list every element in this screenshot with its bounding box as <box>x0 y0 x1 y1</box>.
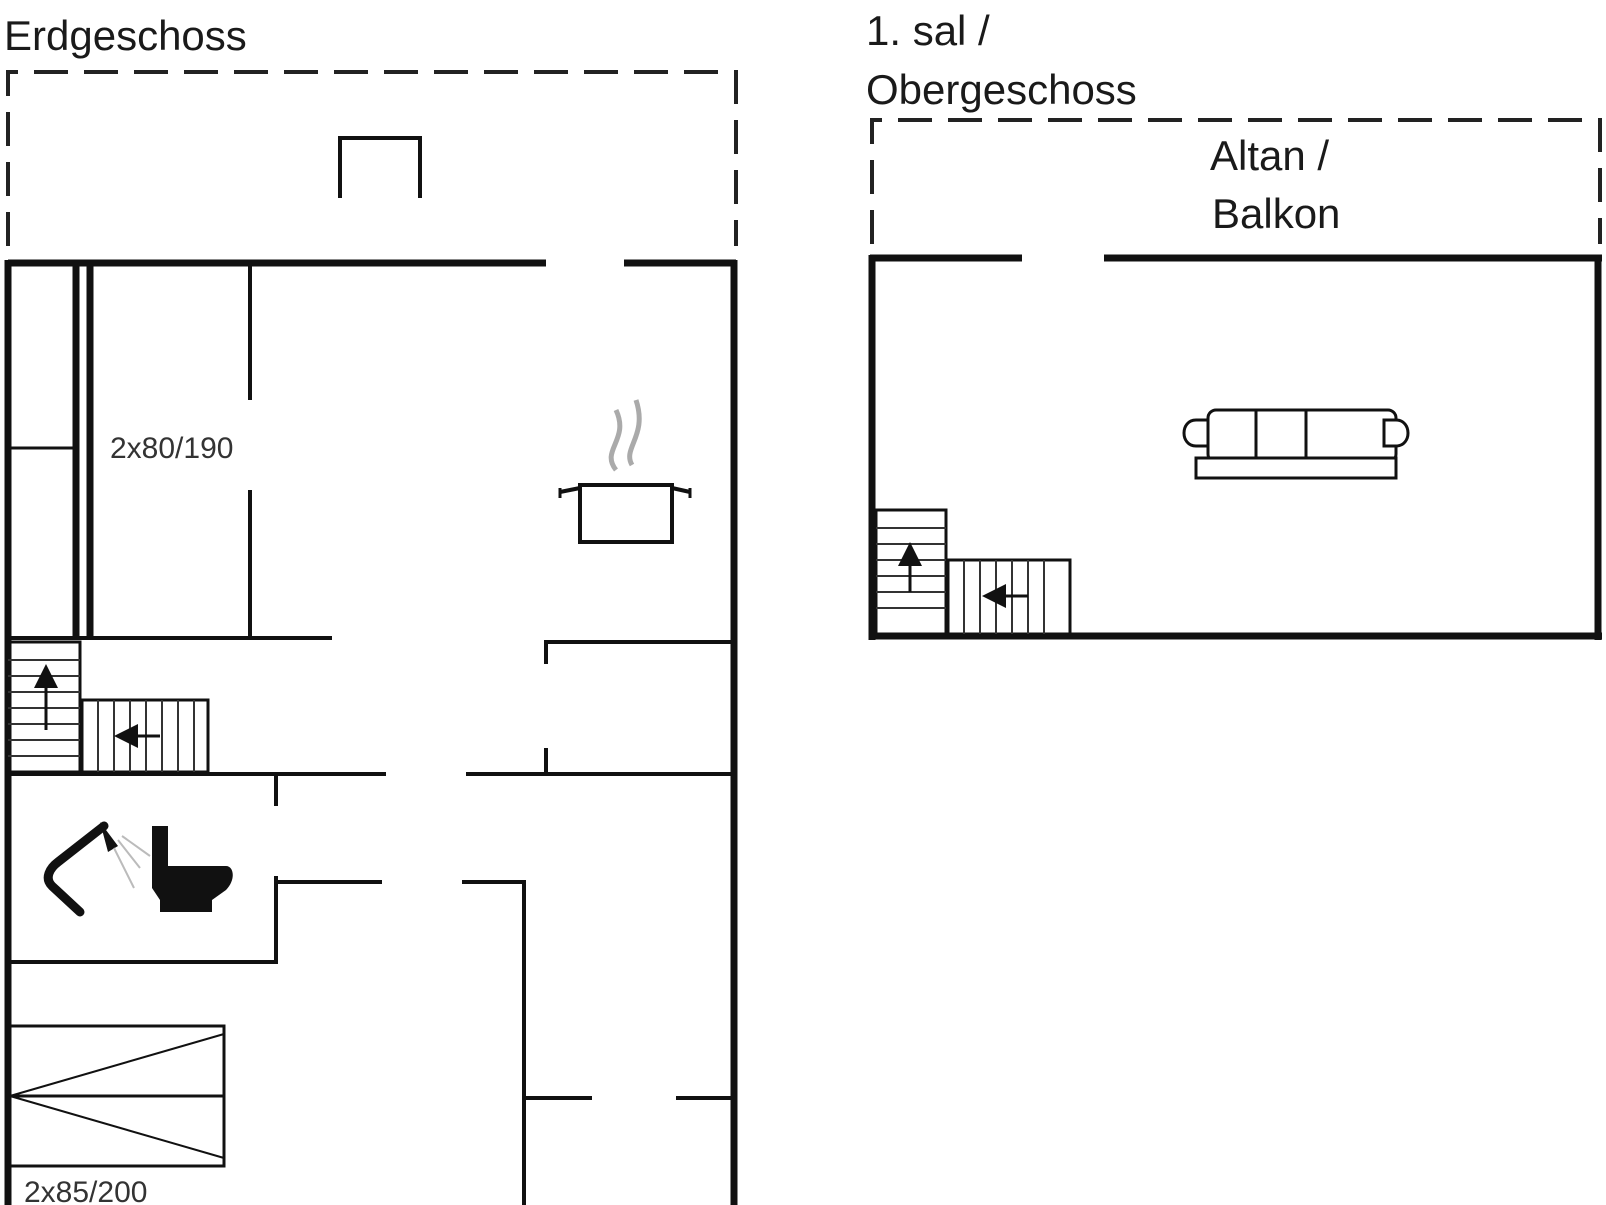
terrace-box <box>338 136 422 198</box>
corridor-wall-right <box>462 880 526 1205</box>
bed-size-label-lower: 2x85/200 <box>24 1176 147 1205</box>
stairs-turn-icon <box>80 698 210 774</box>
shower-icon <box>43 821 151 917</box>
bed-size-label-upper: 2x80/190 <box>110 432 233 465</box>
toilet-icon <box>152 826 233 912</box>
upper-floor-title-line2: Obergeschoss <box>866 66 1137 113</box>
balcony-label-line2: Balkon <box>1212 190 1340 237</box>
ground-floor-title: Erdgeschoss <box>4 12 247 59</box>
ground-floor: Erdgeschoss 2x80/190 <box>4 12 738 1205</box>
upper-stairs-turn-icon <box>946 558 1072 636</box>
stove-pot-icon <box>558 399 692 544</box>
sofa-icon <box>1182 408 1410 480</box>
balcony-label-line1: Altan / <box>1210 132 1329 179</box>
stairs-up-icon <box>6 640 82 774</box>
balcony-outline <box>870 118 1602 244</box>
upper-floor: 1. sal / Obergeschoss Altan / Balkon <box>866 7 1602 640</box>
upper-floor-title-line1: 1. sal / <box>866 7 990 54</box>
ground-terrace-outline <box>6 70 738 246</box>
upper-stairs-up-icon <box>874 508 948 636</box>
bed-icon <box>8 1024 226 1168</box>
